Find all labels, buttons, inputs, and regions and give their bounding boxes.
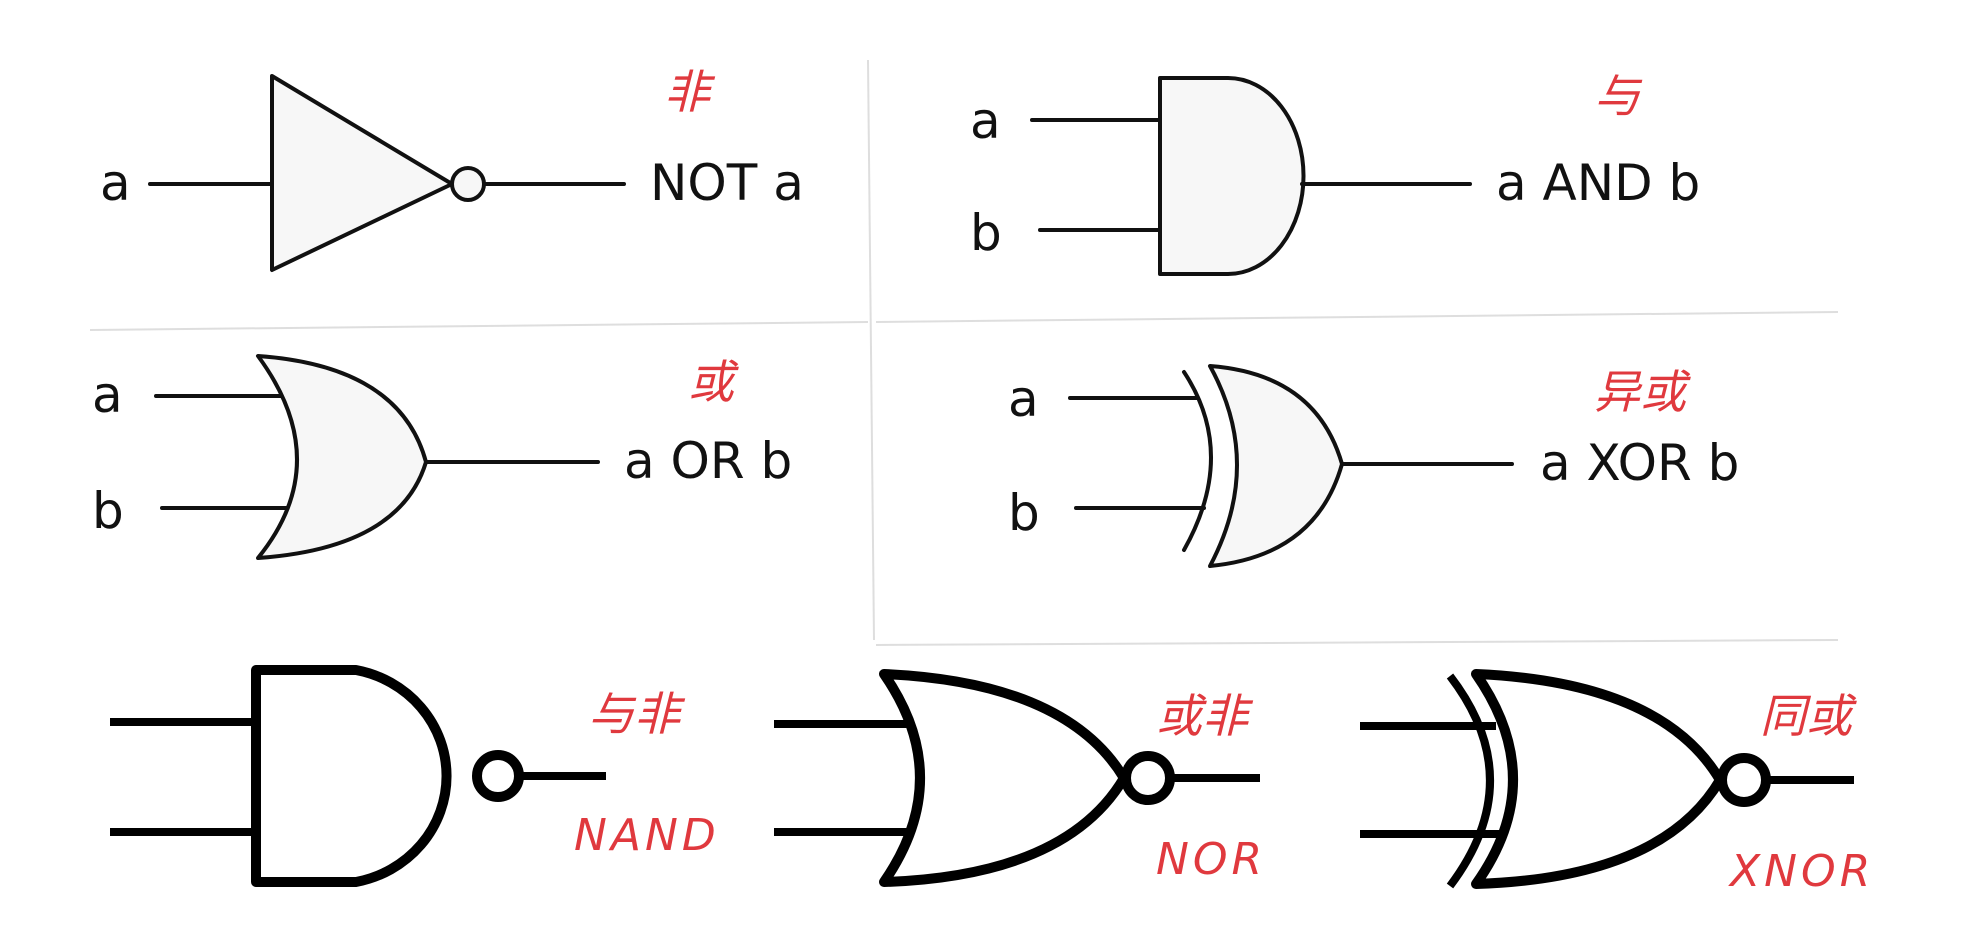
xnor-name-label: XNOR — [1728, 846, 1874, 897]
nand-name-label: NAND — [574, 810, 720, 861]
not-triangle-symbol — [270, 74, 454, 272]
not-output-label: NOT a — [650, 154, 804, 212]
and-gate: a b a AND b 与 — [970, 69, 1700, 276]
and-symbol — [1158, 76, 1306, 276]
not-chinese-label: 非 — [664, 65, 716, 119]
xnor-chinese-label: 同或 — [1760, 689, 1857, 743]
bottom-horizontal-divider — [875, 639, 1839, 646]
or-output-label: a OR b — [624, 432, 792, 490]
xor-extra-input-curve — [1182, 370, 1213, 552]
not-gate: a NOT a 非 — [100, 65, 804, 272]
xor-symbol — [1208, 364, 1344, 568]
not-input-label: a — [100, 154, 131, 212]
nor-chinese-label: 或非 — [1156, 689, 1254, 743]
vertical-divider — [867, 59, 875, 641]
xor-output-label: a XOR b — [1540, 434, 1739, 492]
and-input-b-label: b — [970, 204, 1002, 262]
or-input-b-label: b — [92, 482, 124, 540]
left-horizontal-divider — [89, 321, 869, 331]
xor-input-b-label: b — [1008, 484, 1040, 542]
nand-symbol — [251, 665, 452, 887]
xnor-gate: 同或 XNOR — [1360, 669, 1874, 897]
xnor-inversion-bubble — [1717, 753, 1771, 807]
nand-chinese-label: 与非 — [588, 687, 686, 741]
or-input-a-label: a — [92, 366, 123, 424]
not-inversion-bubble — [450, 166, 486, 202]
or-symbol — [256, 354, 428, 560]
and-output-label: a AND b — [1496, 154, 1700, 212]
nor-symbol — [879, 669, 1129, 887]
nand-gate: 与非 NAND — [110, 665, 720, 887]
xor-input-a-label: a — [1008, 370, 1039, 428]
xnor-symbol — [1471, 669, 1725, 889]
and-chinese-label: 与 — [1594, 69, 1643, 123]
or-gate: a b a OR b 或 — [92, 354, 792, 560]
xnor-extra-input-curve — [1446, 673, 1494, 889]
nand-inversion-bubble — [472, 750, 524, 802]
xor-gate: a b a XOR b 异或 — [1008, 364, 1739, 568]
nor-inversion-bubble — [1121, 751, 1175, 805]
nor-name-label: NOR — [1156, 834, 1266, 885]
or-chinese-label: 或 — [688, 355, 739, 409]
right-horizontal-divider — [875, 311, 1839, 323]
and-input-a-label: a — [970, 92, 1001, 150]
nor-gate: 或非 NOR — [774, 669, 1266, 887]
xor-chinese-label: 异或 — [1594, 365, 1691, 419]
